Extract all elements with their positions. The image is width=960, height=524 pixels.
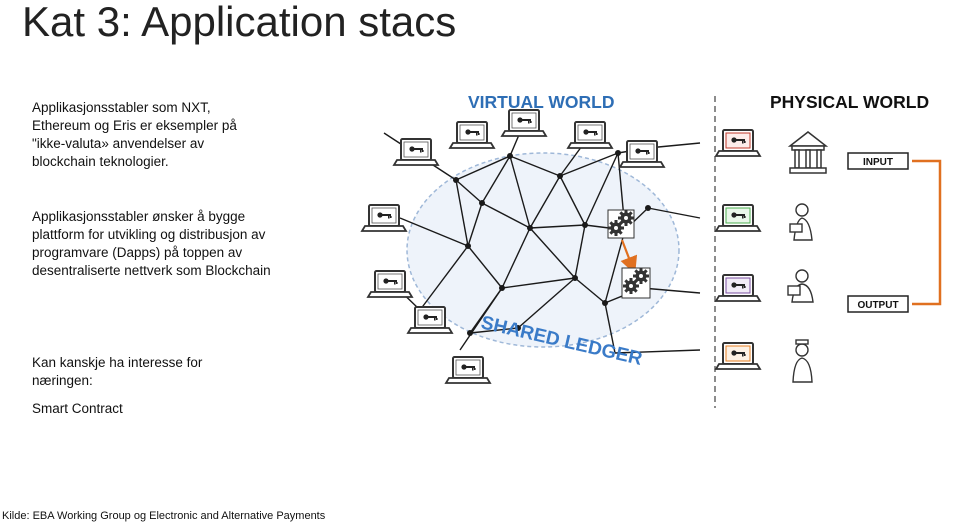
paragraph-industry: Kan kanskje ha interesse for næringen: (32, 355, 203, 388)
network-edges (383, 122, 701, 354)
computer-icon (407, 306, 453, 334)
person-icon (787, 269, 814, 303)
input-output-bracket (912, 159, 942, 306)
computer-icon (715, 129, 761, 157)
computer-icon (367, 270, 413, 298)
shared-ledger-diagram: VIRTUAL WORLD PHYSICAL WORLD (361, 92, 942, 408)
gears-icon-top (607, 209, 635, 239)
computer-icon (715, 204, 761, 232)
computer-icon (361, 204, 407, 232)
computer-icon (449, 121, 495, 149)
person-icon (789, 203, 813, 241)
paragraph-app-stacks: Applikasjonsstabler som NXT, Ethereum og… (32, 100, 237, 169)
computer-icon (501, 109, 547, 137)
computer-icon (445, 356, 491, 384)
output-label: OUTPUT (857, 300, 898, 311)
gears-icon-bottom (621, 267, 651, 299)
input-box (847, 152, 909, 170)
computer-icon (567, 121, 613, 149)
bank-icon (787, 131, 829, 174)
ledger-update-arrow (620, 239, 638, 275)
shared-ledger-region (406, 152, 680, 348)
paragraph-platform: Applikasjonsstabler ønsker å bygge platt… (32, 209, 271, 278)
slide-title: Kat 3: Application stacs (22, 0, 457, 45)
computer-icon (393, 138, 439, 166)
virtual-world-label: VIRTUAL WORLD (468, 92, 614, 112)
computer-icon (715, 274, 761, 302)
computer-icon (619, 140, 665, 168)
person-icon (792, 339, 813, 383)
source-citation: Kilde: EBA Working Group og Electronic a… (2, 510, 326, 522)
output-box (847, 295, 909, 313)
physical-world-label: PHYSICAL WORLD (770, 92, 929, 112)
computer-icon (715, 342, 761, 370)
input-label: INPUT (863, 157, 893, 168)
paragraph-smart-contract: Smart Contract (32, 401, 123, 416)
